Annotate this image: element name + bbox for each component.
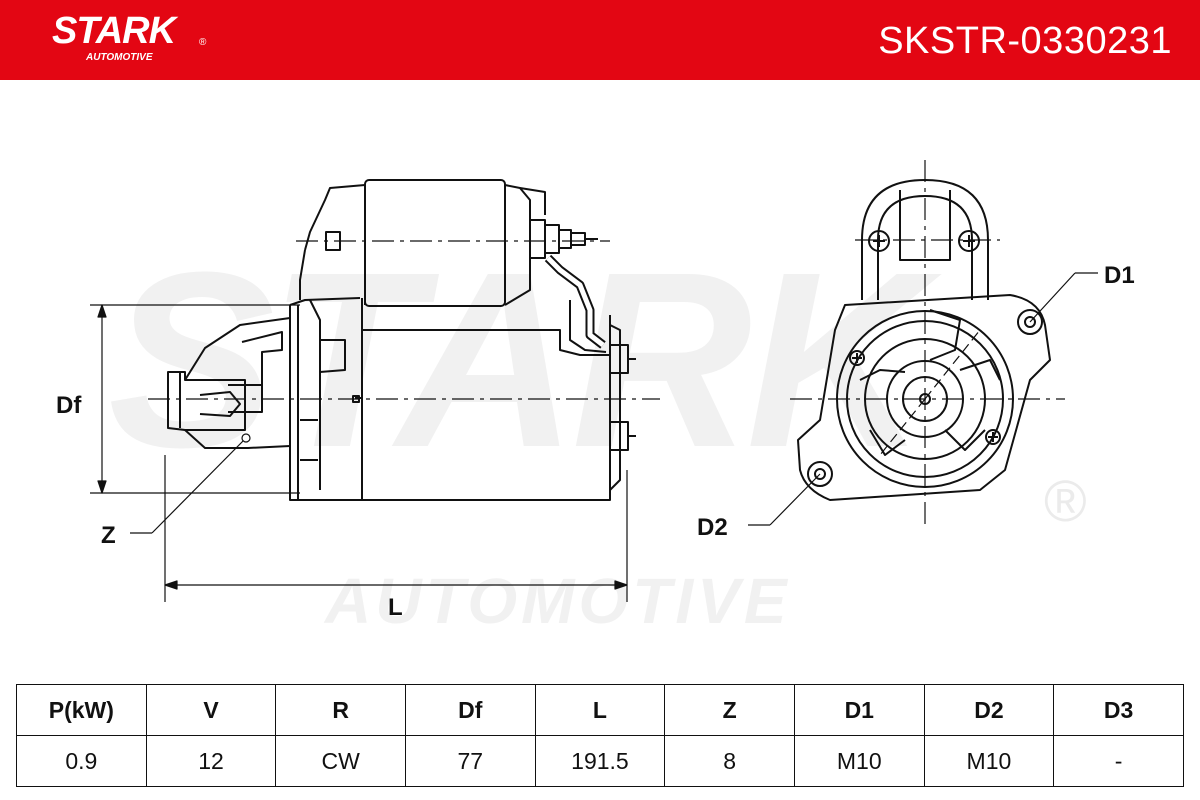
drive-housing (289, 297, 611, 501)
watermark-subtitle: AUTOMOTIVE (325, 565, 791, 637)
watermark-brand: STARK (108, 220, 927, 499)
label-l: L (388, 594, 403, 621)
l-dimension (164, 455, 628, 602)
brand-logo: STARK ® AUTOMOTIVE (52, 8, 212, 68)
spec-header-power: P(kW) (16, 684, 147, 736)
d1-leader (1029, 272, 1098, 323)
housing-bolts (849, 350, 1001, 445)
motor-yoke (362, 324, 636, 495)
header-bar: STARK ® AUTOMOTIVE SKSTR-0330231 (0, 0, 1200, 80)
spec-value-d3: - (1053, 735, 1184, 787)
spec-header-d1: D1 (793, 684, 925, 736)
spec-header-d3: D3 (1053, 684, 1184, 736)
spec-header-teeth: Z (664, 684, 795, 736)
z-leader (130, 433, 251, 534)
mounting-flange (797, 294, 1051, 501)
spec-value-df: 77 (404, 735, 536, 787)
spec-value-row: 0.9 12 CW 77 191.5 8 M10 M10 - (16, 735, 1184, 787)
label-d1: D1 (1104, 262, 1135, 289)
spec-header-d2: D2 (923, 684, 1055, 736)
d2-leader (748, 473, 821, 526)
technical-drawing: STARK ® AUTOMOTIVE (0, 80, 1200, 670)
label-df: Df (56, 392, 82, 419)
label-d2: D2 (697, 514, 728, 541)
spec-value-length: 191.5 (534, 735, 666, 787)
mounting-lug-top (861, 179, 989, 300)
spec-value-voltage: 12 (145, 735, 277, 787)
df-dimension (90, 304, 300, 494)
brand-name: STARK (52, 10, 176, 52)
spec-value-power: 0.9 (16, 735, 147, 787)
brand-subtitle: AUTOMOTIVE (86, 52, 153, 63)
lead-cable (544, 254, 607, 353)
housing-rings (836, 309, 1014, 488)
spec-header-length: L (534, 684, 666, 736)
watermark-registered-mark: ® (1044, 469, 1087, 534)
spec-value-rotation: CW (275, 735, 406, 787)
pinion-nose (167, 317, 291, 449)
part-number: SKSTR-0330231 (878, 20, 1172, 62)
spec-header-row: P(kW) V R Df L Z D1 D2 D3 (16, 684, 1184, 736)
spec-header-rotation: R (275, 684, 406, 736)
spec-table: P(kW) V R Df L Z D1 D2 D3 0.9 12 CW 77 1… (16, 684, 1184, 787)
spec-header-voltage: V (145, 684, 277, 736)
solenoid (296, 179, 610, 307)
label-z: Z (101, 522, 116, 549)
brand-registered-mark: ® (199, 37, 207, 48)
spec-value-d1: M10 (793, 735, 925, 787)
spec-value-teeth: 8 (664, 735, 795, 787)
starter-front-view (748, 160, 1098, 526)
spec-value-d2: M10 (923, 735, 1055, 787)
spec-header-df: Df (404, 684, 536, 736)
starter-side-view (90, 179, 660, 602)
